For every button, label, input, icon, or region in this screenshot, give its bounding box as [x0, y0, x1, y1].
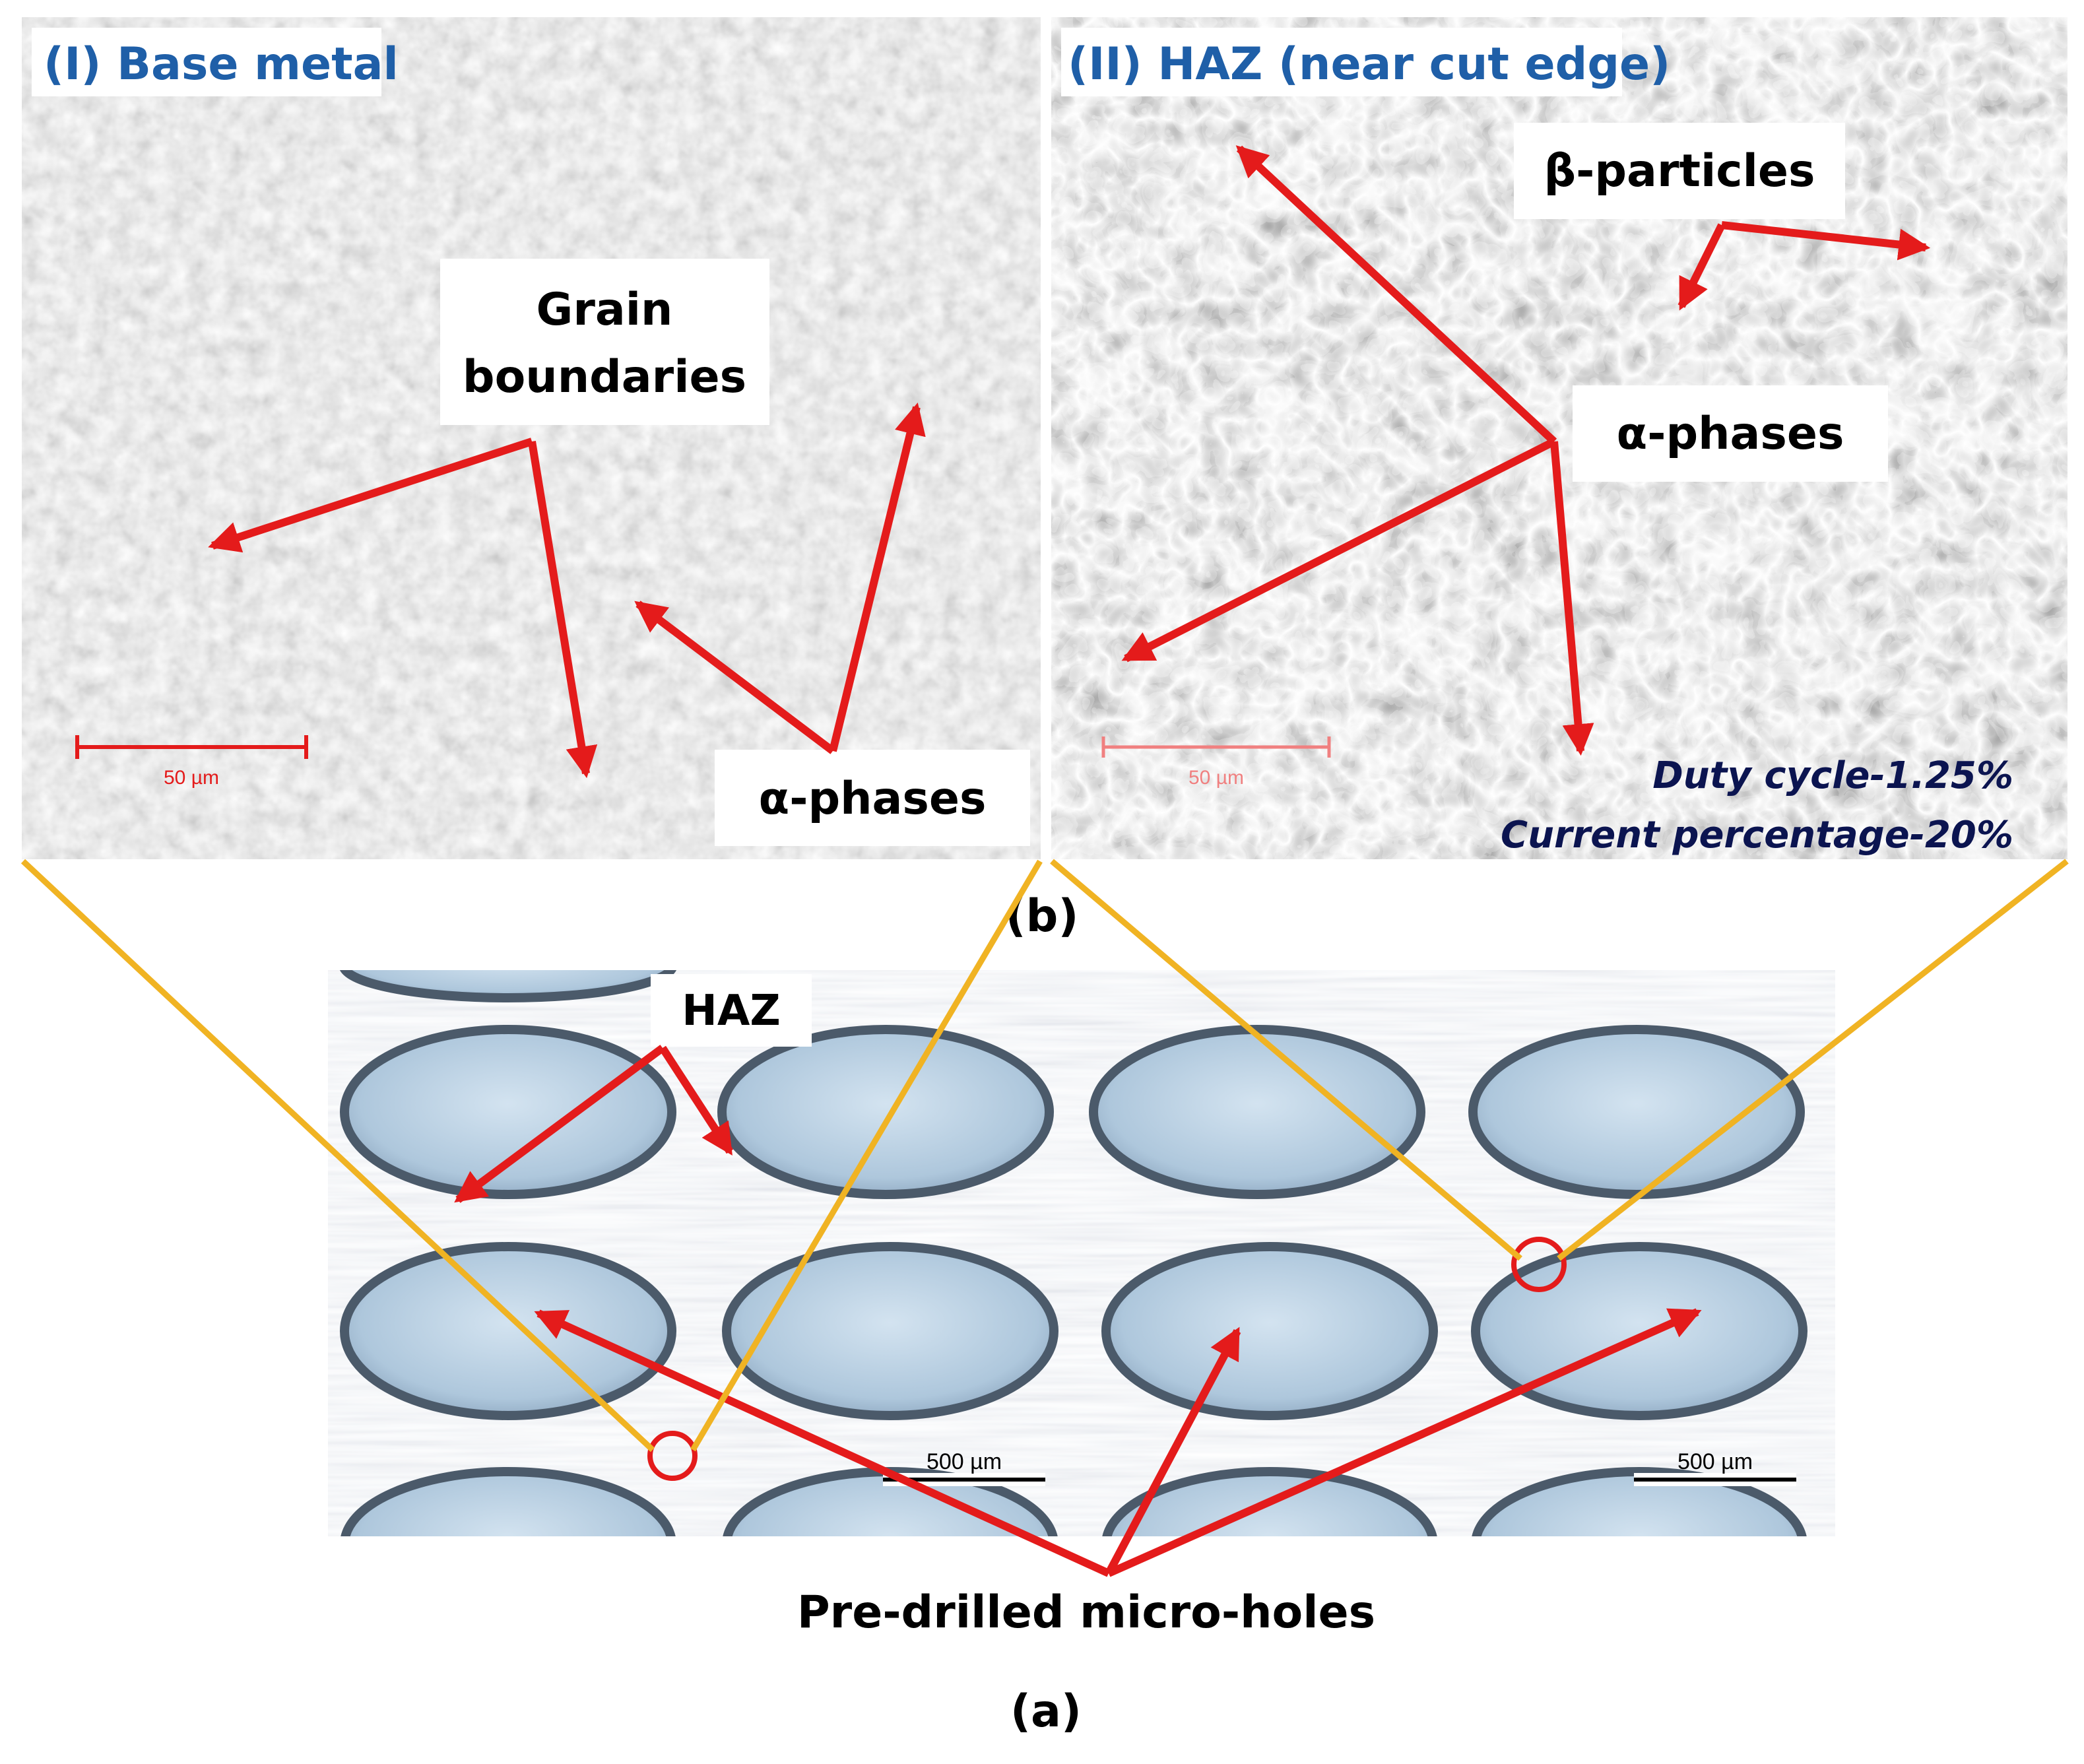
micro-hole: [340, 970, 676, 1002]
leader-haz-right: [1557, 859, 2069, 1261]
haz-alpha-label: α-phases: [1617, 408, 1844, 460]
holes-arrow-2: [1105, 1326, 1241, 1575]
haz-alpha-arrow-upleft: [1235, 145, 1557, 445]
grain-boundaries-label-box: [440, 259, 769, 425]
base-alpha-arrow-up: [829, 403, 926, 752]
haz-scale-bar: 50 µm: [1101, 736, 1331, 789]
haz-alpha-label-box: [1573, 385, 1888, 482]
micro-hole: [340, 1025, 676, 1199]
caption-a: (a): [1010, 1685, 1082, 1738]
haz-title: (II) HAZ (near cut edge): [1068, 38, 1670, 90]
base-metal-arrows: [208, 403, 926, 779]
haz-panel: (II) HAZ (near cut edge) β-particles α-p…: [1051, 17, 2068, 859]
base-metal-micrograph: [22, 17, 1041, 859]
holes-label: Pre-drilled micro-holes: [797, 1586, 1375, 1639]
base-alpha-label: α-phases: [759, 773, 987, 825]
haz-scale-label: 50 µm: [1189, 767, 1244, 789]
current-percentage-note: Current percentage-20%: [1501, 814, 2013, 857]
haz-overview-label-box: [651, 974, 812, 1047]
base-alpha-arrow-left: [634, 601, 835, 754]
micro-hole: [340, 1242, 676, 1420]
micro-hole: [722, 1242, 1058, 1420]
micro-hole: [1089, 1025, 1425, 1199]
micro-hole: [1101, 1242, 1438, 1420]
base-alpha-label-box: [715, 750, 1030, 846]
holes-arrow-3: [1107, 1308, 1702, 1577]
haz-alpha-arrow-down: [1550, 441, 1594, 756]
grain-boundaries-label-line1: Grain: [537, 284, 673, 336]
haz-arrow-left: [454, 1045, 665, 1203]
grain-boundary-arrow-left: [208, 438, 533, 553]
base-scale-label: 50 µm: [164, 767, 219, 789]
base-metal-title-box: [32, 28, 381, 96]
micro-hole: [717, 1025, 1054, 1199]
leader-base-left: [20, 859, 655, 1453]
overview-scale-bar-right: 500 µm: [1634, 1449, 1796, 1486]
micro-hole: [1472, 1467, 1807, 1536]
base-metal-title: (I) Base metal: [44, 38, 399, 90]
haz-overview-label: HAZ: [682, 987, 781, 1035]
beta-arrow-down: [1677, 223, 1726, 311]
base-metal-panel: (I) Base metal Grain boundaries α-phases…: [22, 17, 1041, 859]
duty-cycle-note: Duty cycle-1.25%: [1652, 754, 2013, 797]
haz-arrow-right: [659, 1045, 734, 1156]
beta-arrow-right: [1721, 221, 1931, 261]
base-metal-location-marker: [647, 1431, 698, 1481]
haz-alpha-arrow-downleft: [1121, 438, 1556, 663]
micro-hole: [1468, 1025, 1805, 1199]
haz-location-marker: [1511, 1237, 1567, 1292]
grain-boundary-arrow-down: [528, 441, 598, 779]
haz-arrows: [1121, 145, 1931, 756]
overview-scale-label-left: 500 µm: [927, 1449, 1002, 1474]
micro-hole: [341, 1467, 676, 1536]
beta-particles-label: β-particles: [1544, 145, 1815, 197]
leader-base-right: [690, 859, 1043, 1452]
leader-haz-left: [1050, 859, 1522, 1261]
overview-panel: HAZ 500 µm 500 µm: [328, 970, 1835, 1577]
base-scale-bar: 50 µm: [75, 735, 308, 789]
beta-particles-label-box: [1514, 123, 1845, 219]
grain-boundaries-label-line2: boundaries: [463, 351, 746, 403]
holes-arrow-1: [534, 1309, 1111, 1577]
overview-arrows: [454, 1045, 1702, 1577]
overview-scale-label-right: 500 µm: [1677, 1449, 1753, 1474]
zoom-leader-lines: [20, 859, 2069, 1453]
haz-title-box: [1061, 28, 1622, 96]
micro-holes: [340, 970, 1807, 1536]
